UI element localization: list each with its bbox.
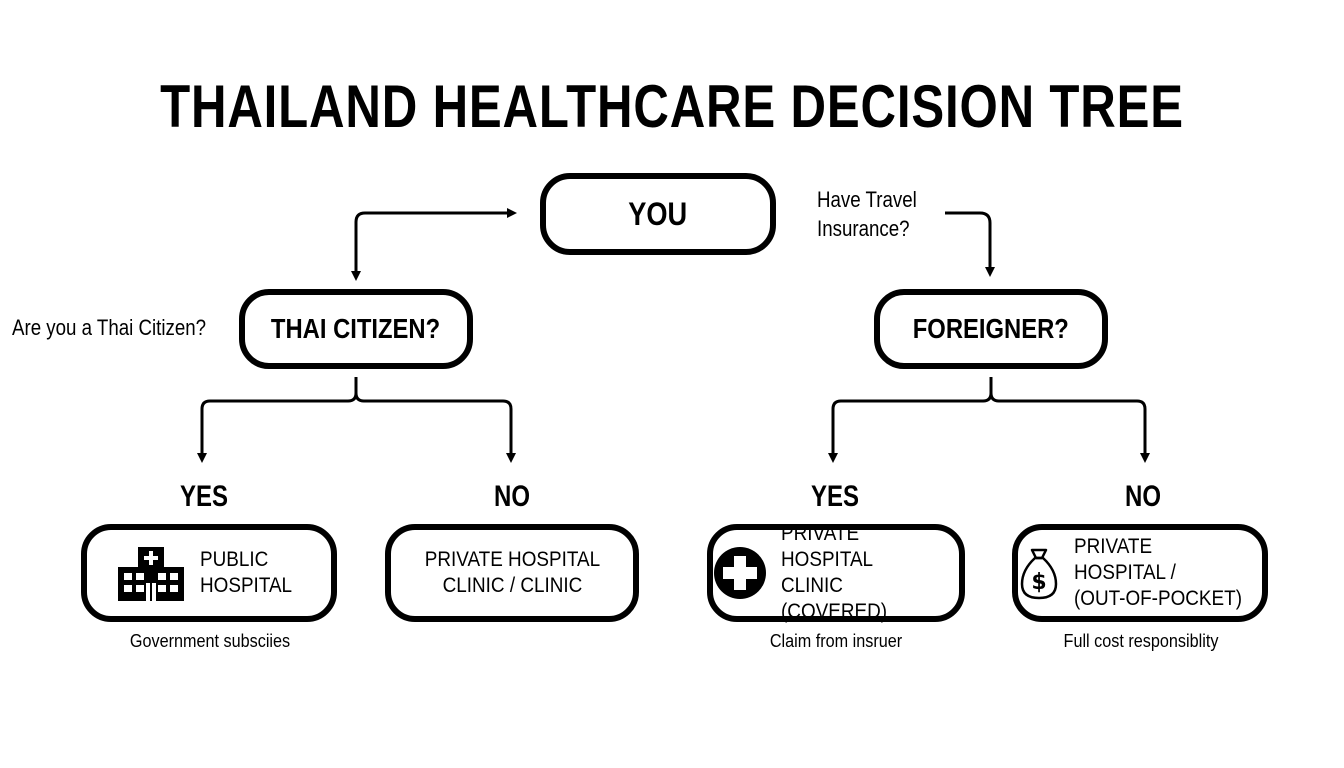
connector-thai-split (197, 377, 358, 463)
node-you-label: YOU (628, 195, 688, 232)
outcome-private-clinic: PRIVATE HOSPITAL CLINIC / CLINIC (385, 524, 639, 622)
question-thai-citizen: Are you a Thai Citizen? (12, 315, 207, 340)
diagram-title: THAILAND HEALTHCARE DECISION TREE (160, 73, 1184, 140)
outcome-private-out-of-pocket-text: PRIVATE HOSPITAL / (OUT-OF-POCKET) (1074, 535, 1242, 610)
caption-public-hospital: Government subsciies (129, 631, 291, 651)
connector-thai-split-right (354, 392, 516, 463)
outcome-public-hospital-text: PUBLIC HOSPITAL (199, 548, 292, 597)
caption-private-covered: Claim from insruer (769, 631, 903, 651)
node-you: YOU (540, 173, 776, 255)
node-foreigner: FOREIGNER? (874, 289, 1108, 369)
node-thai-citizen-label: THAI CITIZEN? (271, 313, 441, 344)
hospital-building-icon (116, 545, 186, 601)
money-bag-icon: $ (1018, 546, 1060, 600)
connector-you-thai (354, 208, 517, 272)
branch-foreigner-no: NO (1125, 480, 1161, 513)
outcome-private-out-of-pocket: $ PRIVATE HOSPITAL / (OUT-OF-POCKET) (1012, 524, 1268, 622)
outcome-public-hospital: PUBLIC HOSPITAL (81, 524, 337, 622)
caption-private-out-of-pocket: Full cost responsiblity (1063, 631, 1219, 651)
medical-cross-icon (713, 546, 767, 600)
outcome-private-covered: PRIVATE HOSPITAL CLINIC (COVERED) (707, 522, 965, 623)
outcome-private-covered-text: PRIVATE HOSPITAL CLINIC (COVERED) (781, 522, 888, 623)
connector-insurance-foreigner (945, 211, 995, 277)
node-thai-citizen: THAI CITIZEN? (239, 289, 473, 369)
question-travel-insurance: Have Travel Insurance? (817, 187, 917, 241)
branch-thai-yes: YES (179, 480, 229, 513)
branch-foreigner-yes: YES (810, 480, 860, 513)
branch-thai-no: NO (494, 480, 530, 513)
node-foreigner-label: FOREIGNER? (912, 313, 1070, 344)
svg-text:$: $ (1031, 570, 1046, 595)
outcome-private-clinic-text: PRIVATE HOSPITAL CLINIC / CLINIC (424, 548, 600, 597)
connector-foreigner-split (828, 377, 993, 463)
connector-foreigner-split-right (989, 392, 1150, 463)
